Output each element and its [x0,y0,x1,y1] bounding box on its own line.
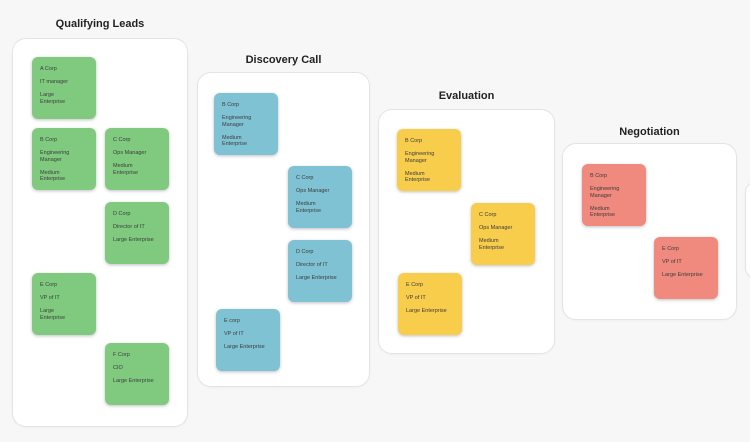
card-text-block: Large Enterprise [224,344,265,350]
card-text-block: E Corp [662,246,680,252]
lead-card-e-corp[interactable]: E corp VP of IT Large Enterprise [216,309,280,371]
card-text-block: E Corp [406,282,424,288]
card-text-block: B Corp [590,173,608,179]
card-text-block: Ops Manager [479,225,513,231]
card-text-block: E Corp [40,282,58,288]
card-text-block: A Corp [40,66,57,72]
column-title-evaluation: Evaluation [438,90,495,102]
card-text-block: E corp [224,318,240,324]
column-title-discovery-call: Discovery Call [245,54,322,66]
card-text-block: D Corp [113,211,131,217]
column-title-qualifying-leads: Qualifying Leads [55,18,145,30]
card-text-block: CIO [113,365,123,371]
card-text-block: Large Enterprise [662,272,703,278]
card-text-block: Ops Manager [296,188,330,194]
lead-card-e-corp[interactable]: E Corp VP of IT Large Enterprise [654,237,718,299]
card-text-block: Director of IT [113,224,145,230]
next-column-panel-partial [745,182,750,278]
card-text-block: C Corp [296,175,314,181]
card-text-block: VP of IT [406,295,426,301]
card-text-block: D Corp [296,249,314,255]
card-text-block: VP of IT [662,259,682,265]
lead-card-e-corp[interactable]: E Corp VP of IT Large Enterprise [398,273,462,335]
card-text-block: F Corp [113,352,130,358]
card-text-block: Large Enterprise [113,237,154,243]
card-text-block: Large Enterprise [406,308,447,314]
card-text-block: Ops Manager [113,150,147,156]
card-text-block: B Corp [40,137,58,143]
card-text-block: B Corp [405,138,423,144]
card-text-block: B Corp [222,102,240,108]
card-text-block: VP of IT [40,295,60,301]
card-text-block: Director of IT [296,262,328,268]
card-text-block: Large Enterprise [113,378,154,384]
column-title-negotiation: Negotiation [619,126,680,138]
card-text-block: C Corp [113,137,131,143]
card-text-block: Large Enterprise [296,275,337,281]
card-text-block: C Corp [479,212,497,218]
card-text-block: IT manager [40,79,69,85]
card-text-block: VP of IT [224,331,244,337]
